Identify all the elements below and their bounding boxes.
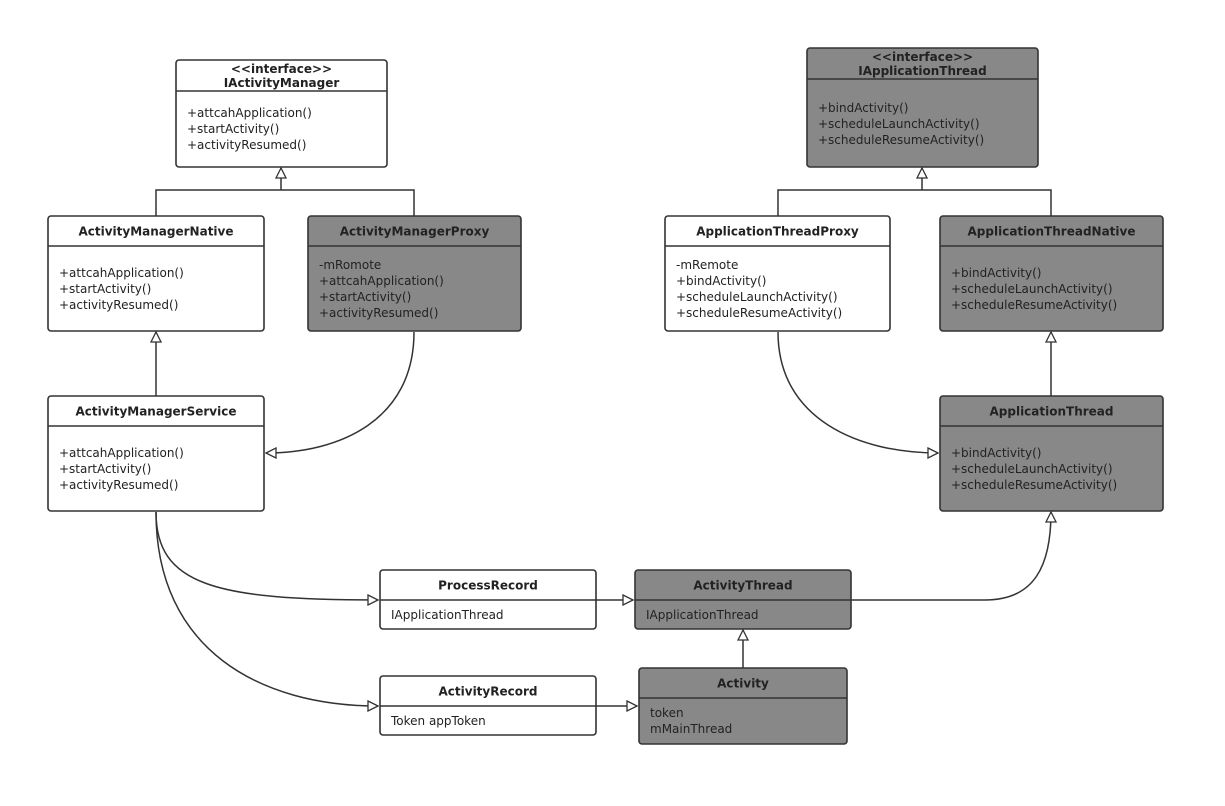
class-member: IApplicationThread	[391, 608, 504, 622]
class-box	[175, 59, 388, 168]
class-member: +bindActivity()	[676, 274, 766, 288]
class-box	[664, 215, 891, 332]
class-member: +scheduleLaunchActivity()	[951, 462, 1113, 476]
edge-realization-atp	[777, 189, 922, 216]
class-member: +attcahApplication()	[59, 266, 184, 280]
class-member: +scheduleResumeActivity()	[676, 306, 842, 320]
edge-assoc-ams-activityrecord	[155, 511, 378, 706]
edge-assoc-activitythread-at	[851, 512, 1051, 601]
relations	[156, 168, 1051, 706]
class-application-thread[interactable]: ApplicationThread +bindActivity() +schedul…	[939, 395, 1164, 512]
class-name: ActivityThread	[693, 579, 792, 593]
class-stereotype: <<interface>>	[231, 62, 332, 76]
class-member: +attcahApplication()	[187, 106, 312, 120]
class-member: +bindActivity()	[818, 101, 908, 115]
edge-assoc-atp-at	[777, 331, 938, 453]
class-member: Token appToken	[390, 714, 486, 728]
class-name: ActivityManagerService	[76, 405, 237, 419]
class-stereotype: <<interface>>	[872, 50, 973, 64]
class-member: +startActivity()	[187, 122, 279, 136]
class-member: +activityResumed()	[319, 306, 438, 320]
class-member: +scheduleLaunchActivity()	[818, 117, 980, 131]
class-member: +activityResumed()	[187, 138, 306, 152]
class-name: ApplicationThread	[989, 405, 1113, 419]
class-member: +scheduleResumeActivity()	[951, 478, 1117, 492]
class-name: ActivityManagerNative	[78, 225, 233, 239]
class-member: -mRemote	[676, 258, 738, 272]
class-box	[939, 395, 1164, 512]
edge-realization-amn	[155, 189, 281, 216]
class-box	[47, 395, 265, 512]
class-member: +startActivity()	[319, 290, 411, 304]
edge-assoc-ams-processrecord	[155, 511, 378, 600]
edge-assoc-amp-ams	[266, 331, 415, 453]
class-application-thread-native[interactable]: ApplicationThreadNative +bindActivity() +s…	[939, 215, 1164, 332]
class-name: ActivityManagerProxy	[340, 225, 490, 239]
class-box	[47, 215, 265, 332]
class-member: +attcahApplication()	[319, 274, 444, 288]
class-member: +bindActivity()	[951, 266, 1041, 280]
class-name: IApplicationThread	[858, 64, 986, 78]
class-name: IActivityManager	[224, 76, 340, 90]
class-name: ProcessRecord	[438, 579, 538, 593]
class-activity-manager-proxy[interactable]: ActivityManagerProxy -mRomote +attcahAppli…	[307, 215, 522, 332]
class-iactivity-manager[interactable]: <<interface>>IActivityManager +attcahAppl…	[175, 59, 388, 168]
class-box	[806, 47, 1039, 168]
class-activity[interactable]: Activity token mMainThread	[638, 667, 848, 745]
class-member: +activityResumed()	[59, 298, 178, 312]
class-member: +startActivity()	[59, 462, 151, 476]
class-application-thread-proxy[interactable]: ApplicationThreadProxy -mRemote +bindActiv…	[664, 215, 891, 332]
class-member: +startActivity()	[59, 282, 151, 296]
class-member: +bindActivity()	[951, 446, 1041, 460]
class-member: -mRomote	[319, 258, 381, 272]
class-name: ActivityRecord	[439, 685, 538, 699]
class-member: +scheduleLaunchActivity()	[951, 282, 1113, 296]
edge-realization-amp	[281, 189, 415, 216]
class-name: Activity	[717, 677, 769, 691]
class-activity-manager-service[interactable]: ActivityManagerService +attcahApplication…	[47, 395, 265, 512]
class-member: +activityResumed()	[59, 478, 178, 492]
class-member: +attcahApplication()	[59, 446, 184, 460]
class-box	[939, 215, 1164, 332]
class-name: ApplicationThreadProxy	[696, 225, 859, 239]
class-box	[638, 667, 848, 745]
class-iapplication-thread[interactable]: <<interface>>IApplicationThread +bindActi…	[806, 47, 1039, 168]
class-member: +scheduleLaunchActivity()	[676, 290, 838, 304]
class-name: ApplicationThreadNative	[968, 225, 1136, 239]
class-member: token	[650, 706, 684, 720]
class-member: mMainThread	[650, 722, 732, 736]
class-activity-manager-native[interactable]: ActivityManagerNative +attcahApplication(…	[47, 215, 265, 332]
class-member: +scheduleResumeActivity()	[818, 133, 984, 147]
class-member: +scheduleResumeActivity()	[951, 298, 1117, 312]
class-member: IApplicationThread	[646, 608, 759, 622]
class-box	[307, 215, 522, 332]
classes: <<interface>>IActivityManager+attcahAppl…	[47, 47, 1164, 745]
edge-realization-atn	[922, 189, 1052, 216]
